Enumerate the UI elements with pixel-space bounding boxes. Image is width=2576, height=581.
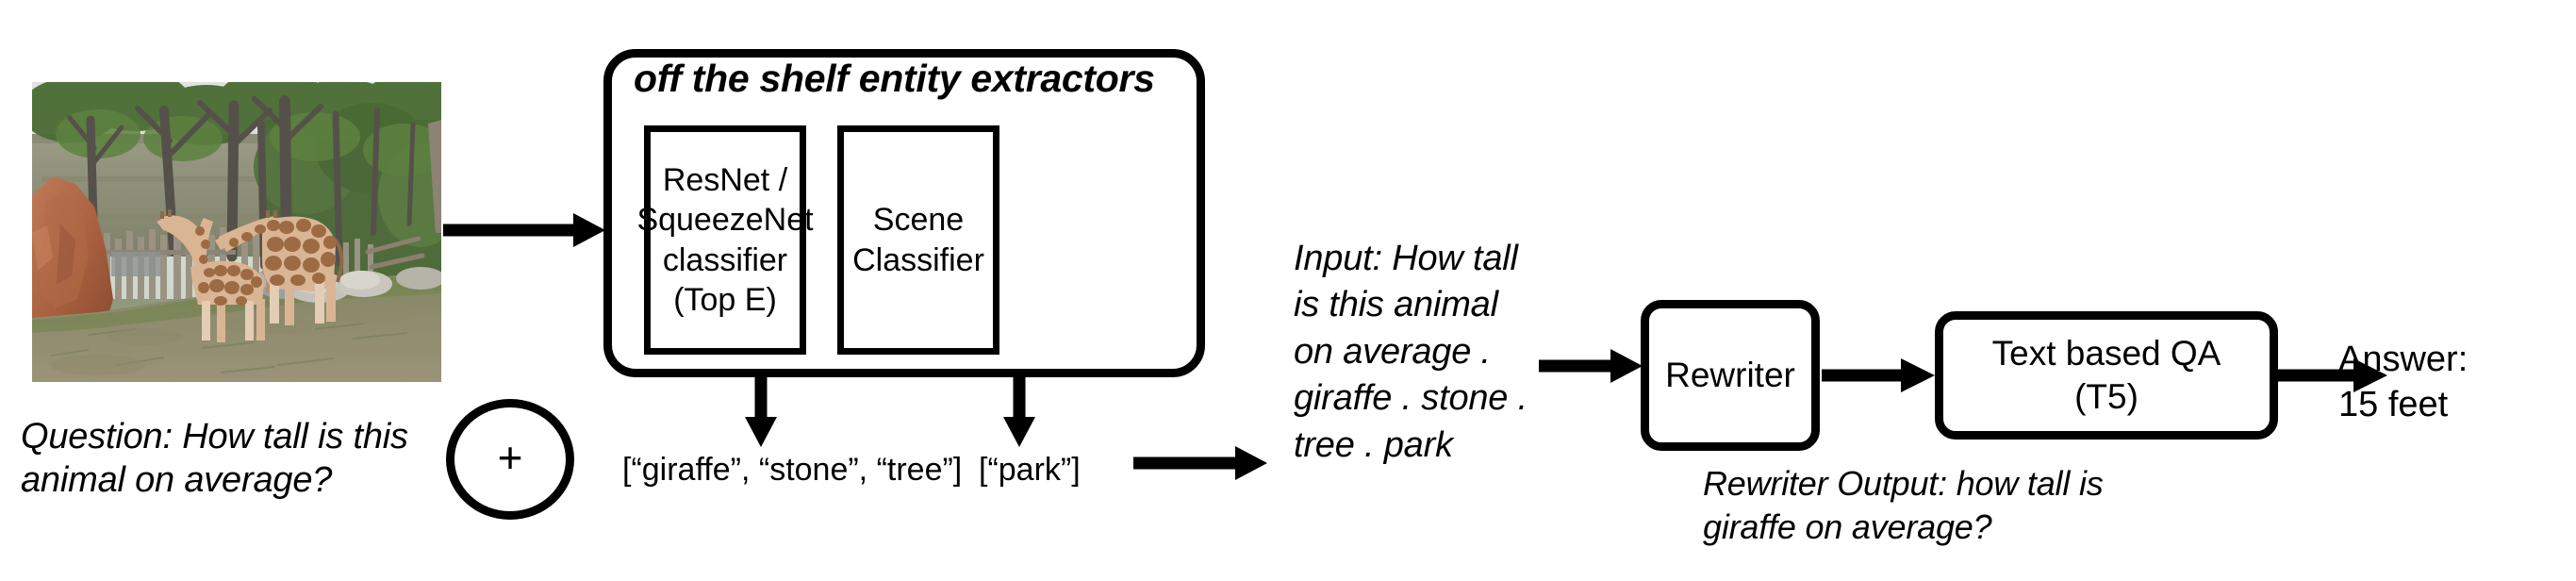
scene-entities-list: [“park”] [979,452,1081,488]
arrow-qa-to-answer [2274,356,2395,395]
scene-classifier-box: Scene Classifier [837,125,999,355]
entity-extractors-group [603,49,1205,377]
scene-classifier-label: Scene Classifier [852,202,984,278]
arrow-image-to-extractors [441,209,611,251]
rewriter-output-label: Rewriter Output: how tall is giraffe on … [1703,464,2104,547]
answer-label: Answer: 15 feet [2338,340,2469,424]
question-label: Question: How tall is this animal on ave… [21,417,408,501]
object-classifier-box: ResNet / SqueezeNet classifier (Top E) [636,125,814,355]
input-image [32,82,441,382]
object-classifier-label: ResNet / SqueezeNet classifier (Top E) [636,162,814,318]
rewriter-label: Rewriter [1665,356,1795,394]
rewriter-input-text: Input: How tall is this animal on averag… [1294,239,1527,465]
plus-icon: + [497,433,523,482]
object-entities-list: [“giraffe”, “stone”, “tree”] [622,452,963,488]
combine-plus-node: + [446,399,574,520]
arrow-object-classifier-to-entities [743,375,781,449]
entity-extractors-title: off the shelf entity extractors [634,57,1155,100]
text-based-qa-box: Text based QA (T5) [1935,311,2278,440]
rewriter-box: Rewriter [1641,300,1820,451]
arrow-input-text-to-rewriter [1537,346,1650,386]
arrow-rewriter-to-qa [1820,356,1940,395]
arrow-entities-to-input-text [1131,443,1273,483]
text-based-qa-label: Text based QA (T5) [1991,334,2221,416]
arrow-scene-classifier-to-entities [1001,375,1039,449]
